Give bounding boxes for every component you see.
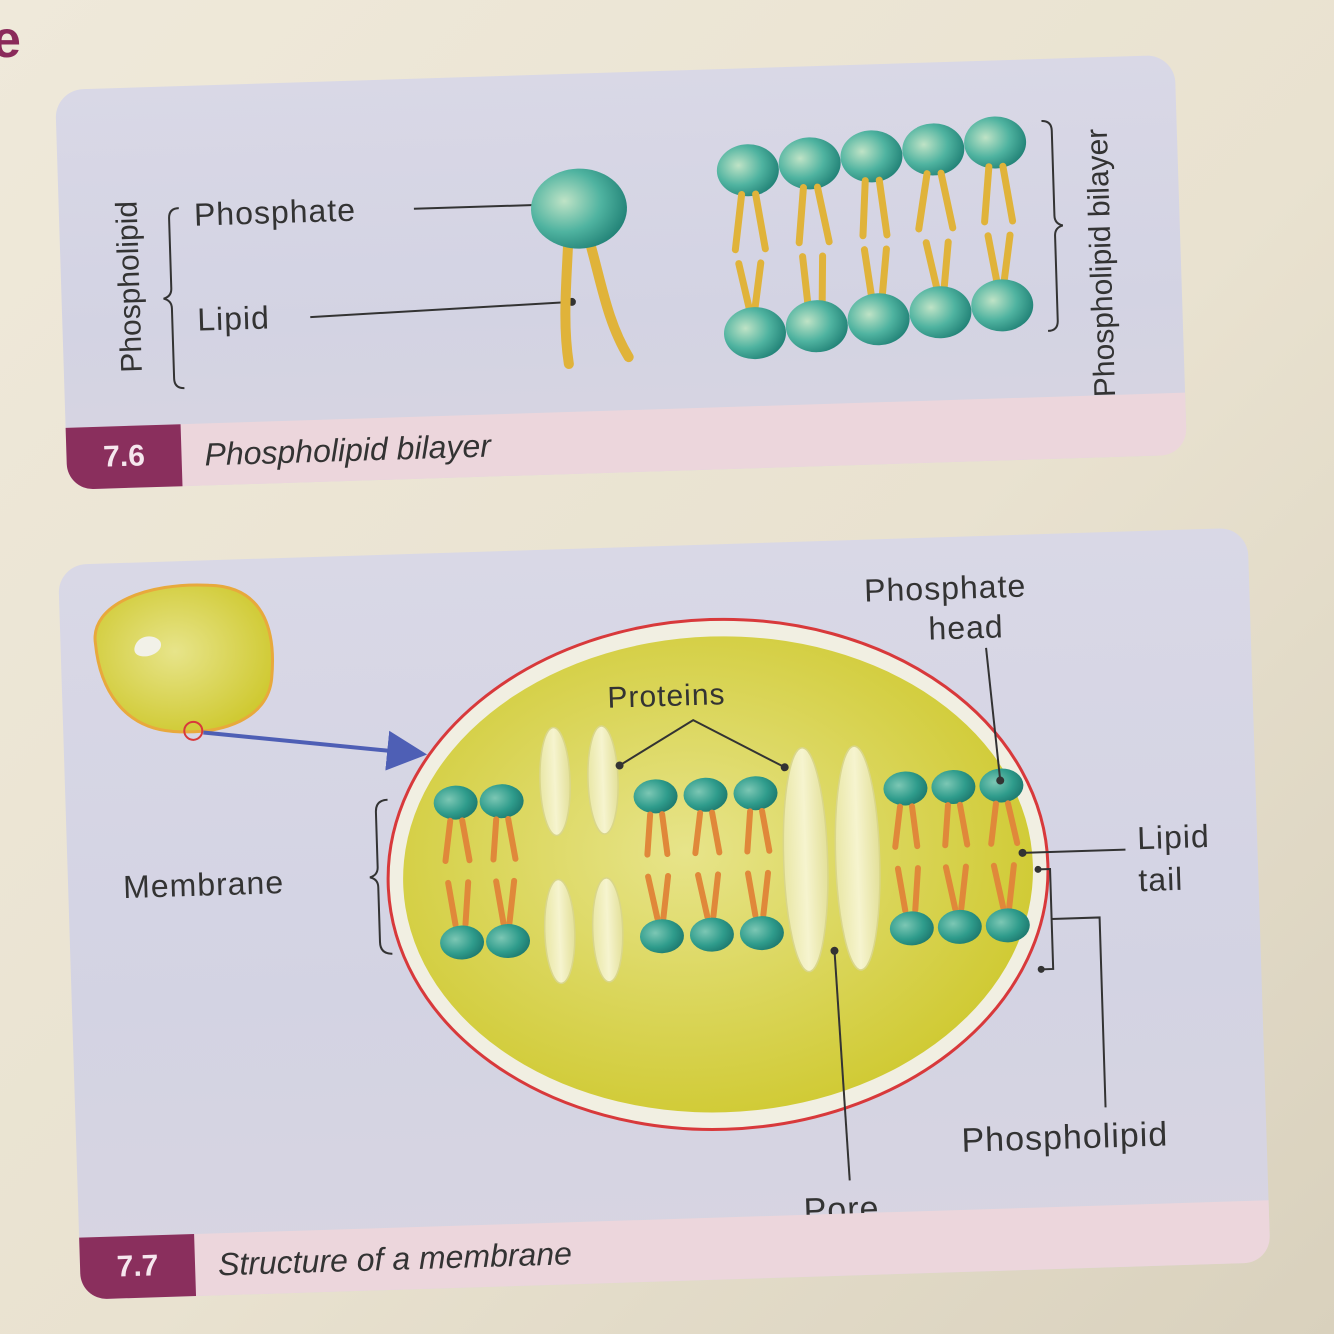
- head: [723, 306, 787, 360]
- lipid-tail-label-line1: Lipid: [1137, 818, 1211, 856]
- membrane-diagram: Membrane Proteins Phosphate head Lipid t…: [58, 528, 1270, 1300]
- phosphate-head-label-line2: head: [928, 608, 1004, 646]
- head: [963, 116, 1027, 170]
- bilayer-brace: [1041, 120, 1066, 330]
- membrane-label: Membrane: [123, 864, 285, 905]
- bilayer-top-heads: [715, 116, 1027, 198]
- head: [970, 278, 1034, 332]
- bilayer-label: Phospholipid bilayer: [1081, 128, 1122, 397]
- phospholipid-pointer: [1052, 917, 1106, 1108]
- figure-number: 7.7: [79, 1234, 196, 1300]
- lipid-pointer: [310, 302, 572, 317]
- lipid-label: Lipid: [197, 299, 271, 337]
- proteins-label: Proteins: [607, 678, 726, 715]
- bilayer-drawing: [715, 114, 1066, 360]
- figure-caption: Phospholipid bilayer: [204, 427, 491, 473]
- head: [785, 299, 849, 353]
- head: [778, 136, 842, 190]
- bilayer-bottom-heads: [723, 278, 1035, 360]
- phosphate-head-label-line1: Phosphate: [864, 568, 1027, 609]
- figure-7-6-panel: Phospholipid Phosphate Lipid: [55, 55, 1187, 490]
- page-corner-letter: e: [0, 10, 21, 70]
- figure-caption: Structure of a membrane: [217, 1235, 572, 1283]
- head: [901, 122, 965, 176]
- zoom-arrow: [203, 726, 419, 761]
- phosphate-label: Phosphate: [193, 192, 356, 233]
- single-phospholipid: [530, 167, 632, 365]
- lipid-tail-label-line2: tail: [1138, 861, 1184, 898]
- head: [847, 292, 911, 346]
- phospholipid-label: Phospholipid: [961, 1115, 1169, 1159]
- phospholipid-bracket-dot: [1038, 966, 1045, 973]
- head: [909, 285, 973, 339]
- phosphate-head: [530, 167, 628, 250]
- figure-number: 7.6: [66, 424, 183, 490]
- small-cell: [93, 583, 275, 743]
- head: [716, 143, 780, 197]
- phospholipid-label: Phospholipid: [111, 200, 149, 373]
- figure-7-7-panel: Membrane Proteins Phosphate head Lipid t…: [58, 528, 1270, 1300]
- head: [840, 129, 904, 183]
- phospholipid-brace: [161, 208, 185, 388]
